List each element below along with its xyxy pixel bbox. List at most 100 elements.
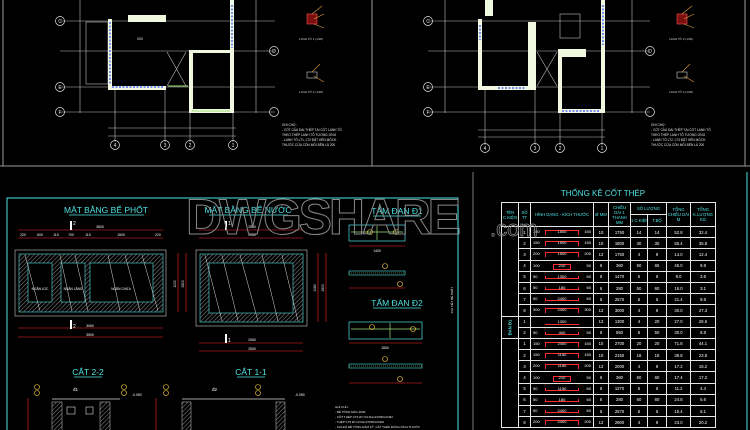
shape-hook-left: 200 bbox=[533, 419, 540, 425]
shape-hook-right: 60 bbox=[586, 385, 591, 391]
total-length: 14.0 bbox=[666, 248, 691, 261]
row-number: 6 bbox=[518, 393, 531, 407]
svg-text:110: 110 bbox=[53, 233, 59, 237]
shape-hook-right: 60 bbox=[586, 273, 591, 279]
shape-hook-left: 200 bbox=[533, 251, 540, 257]
lintel-detail-1: LANH TÔ 1 (1/20) bbox=[299, 5, 325, 41]
svg-text:- BÊ TÔNG MÁC 200#: - BÊ TÔNG MÁC 200# bbox=[335, 409, 366, 414]
total-length: 17.4 bbox=[666, 371, 691, 384]
shape-length: 1300 bbox=[557, 273, 567, 279]
total-weight: 5.6 bbox=[690, 393, 716, 407]
svg-text:THƯỚC CỬA CỐN MỖI BÊN LÀ 200: THƯỚC CỬA CỐN MỖI BÊN LÀ 200 bbox=[651, 142, 704, 147]
svg-text:700: 700 bbox=[68, 233, 74, 237]
shape-hook-left: 200 bbox=[533, 363, 540, 369]
svg-text:đ2: đ2 bbox=[212, 387, 218, 392]
svg-text:110: 110 bbox=[85, 233, 91, 237]
row-number: 2 bbox=[518, 349, 531, 362]
notes-top-right: GHI CHÚ : - CỐT CẦU ĐAI THÉP TẠI CỐT LAN… bbox=[651, 122, 711, 147]
total-length: 21.4 bbox=[666, 293, 691, 306]
diameter: 12 bbox=[593, 416, 609, 429]
header-name: TÊN C.KIỆN bbox=[501, 202, 519, 227]
svg-text:1: 1 bbox=[228, 221, 231, 227]
svg-text:3060: 3060 bbox=[86, 324, 94, 328]
rebar-shape bbox=[545, 275, 579, 279]
total-weight: 23.8 bbox=[690, 349, 716, 362]
axis-label: 2 bbox=[189, 143, 192, 149]
qty-total: 8 bbox=[647, 416, 667, 429]
bar-length: 2700 bbox=[608, 337, 631, 351]
svg-text:1400: 1400 bbox=[373, 249, 381, 253]
diameter: 10 bbox=[593, 225, 609, 239]
qty-per-element: 4 bbox=[630, 416, 648, 429]
diameter: 12 bbox=[593, 248, 609, 261]
diameter: 6 bbox=[593, 293, 609, 306]
shape-length: 1150 bbox=[557, 363, 567, 369]
shape-length: 400 bbox=[558, 329, 566, 335]
axis-label: 3 bbox=[534, 146, 537, 152]
rebar-shape bbox=[545, 308, 579, 314]
rebar-shape bbox=[545, 410, 579, 414]
shape-hook-right: 50 bbox=[586, 374, 591, 380]
svg-text:1: 1 bbox=[228, 338, 231, 344]
svg-text:- KHI ĐỔ BÊ TÔNG ĐẦM KỸ, CẮT T: - KHI ĐỔ BÊ TÔNG ĐẦM KỸ, CẮT THÉP ĐÚNG K… bbox=[335, 424, 421, 429]
row-number: 8 bbox=[518, 304, 531, 317]
shape-hook-left: 50 bbox=[533, 408, 538, 414]
bar-length: 360 bbox=[608, 371, 631, 384]
svg-text:- CỐT THÉP CT3 Ø<=10 Ra=2100KG: - CỐT THÉP CT3 Ø<=10 Ra=2100KG/CM2 bbox=[335, 414, 393, 419]
total-weight: 3.1 bbox=[690, 281, 716, 295]
rebar-shape bbox=[545, 353, 579, 359]
header-quantity: SỐ LƯỢNG bbox=[630, 202, 667, 215]
diameter: 10 bbox=[593, 349, 609, 362]
total-weight: 3.6 bbox=[690, 270, 716, 283]
qty-total: 20 bbox=[647, 337, 667, 351]
qty-total: 18 bbox=[647, 349, 667, 362]
axis-label: C bbox=[426, 19, 430, 25]
rebar-shape bbox=[545, 241, 579, 247]
svg-text:2500: 2500 bbox=[248, 347, 256, 351]
shape-length: 180 bbox=[558, 396, 566, 402]
row-number: 1 bbox=[518, 225, 531, 239]
row-number: 5 bbox=[518, 270, 531, 283]
svg-text:2060: 2060 bbox=[248, 338, 256, 342]
bar-length: 360 bbox=[608, 259, 631, 272]
svg-text:- LANH TÔ LT1, LT2 ĐẶT HÊN MÓC: - LANH TÔ LT1, LT2 ĐẶT HÊN MÓCH bbox=[282, 137, 337, 142]
diameter: 12 bbox=[593, 360, 609, 373]
side-label: CHI TIẾT BỂ PHỐT bbox=[449, 287, 454, 314]
svg-text:2: 2 bbox=[73, 324, 76, 330]
shape-hook-left: 150 bbox=[533, 340, 540, 346]
bar-length: 1300 bbox=[608, 315, 631, 328]
diameter: 6 bbox=[593, 404, 609, 418]
bar-length: 1270 bbox=[608, 382, 631, 395]
shape-length: 1500 bbox=[557, 251, 567, 257]
bar-length: 2570 bbox=[608, 404, 631, 418]
shape-length: 2400 bbox=[557, 340, 567, 346]
svg-text:220: 220 bbox=[20, 233, 26, 237]
qty-total: 6 bbox=[647, 404, 667, 418]
header-total-weight: TỔNG K.LƯỢNG KG bbox=[690, 202, 716, 227]
section-2-2: đ1 -0.050 bbox=[27, 384, 142, 430]
total-weight: 44.1 bbox=[690, 337, 716, 351]
total-length: 27.0 bbox=[666, 315, 691, 328]
qty-per-element: 30 bbox=[630, 237, 648, 250]
header-no: SỐ TT bbox=[518, 202, 531, 227]
total-length: 24.8 bbox=[666, 393, 691, 407]
total-weight: 32.4 bbox=[690, 225, 716, 239]
svg-text:LANH TÔ 3 (1/20): LANH TÔ 3 (1/20) bbox=[669, 89, 693, 94]
water-tank-title: MẶT BẰNG BỂ NƯỚC bbox=[204, 204, 291, 215]
svg-text:LANH TÔ 3 (1/20): LANH TÔ 3 (1/20) bbox=[669, 36, 693, 41]
total-length: 30.0 bbox=[666, 326, 691, 339]
bar-length: 1750 bbox=[608, 225, 631, 239]
qty-total: 30 bbox=[647, 237, 667, 250]
